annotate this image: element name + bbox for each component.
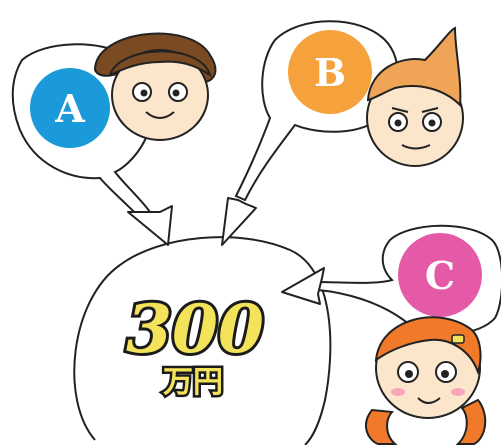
arrow-a bbox=[127, 205, 173, 246]
arrow-c bbox=[281, 267, 325, 305]
node-b-label: B bbox=[314, 50, 346, 95]
amount-unit: 万円 bbox=[163, 365, 223, 400]
arrow-b bbox=[221, 197, 257, 246]
node-b-circle bbox=[288, 30, 372, 114]
amount-value: 300 bbox=[126, 290, 264, 368]
node-c-label: C bbox=[425, 253, 455, 298]
node-c-circle bbox=[398, 233, 482, 317]
node-a-label: A bbox=[54, 86, 85, 131]
boy-b-face-icon bbox=[366, 26, 464, 167]
node-a-circle bbox=[30, 68, 110, 148]
girl-c-face-icon bbox=[364, 316, 487, 445]
pool-circle bbox=[73, 236, 332, 445]
boy-a-face-icon bbox=[93, 32, 217, 141]
